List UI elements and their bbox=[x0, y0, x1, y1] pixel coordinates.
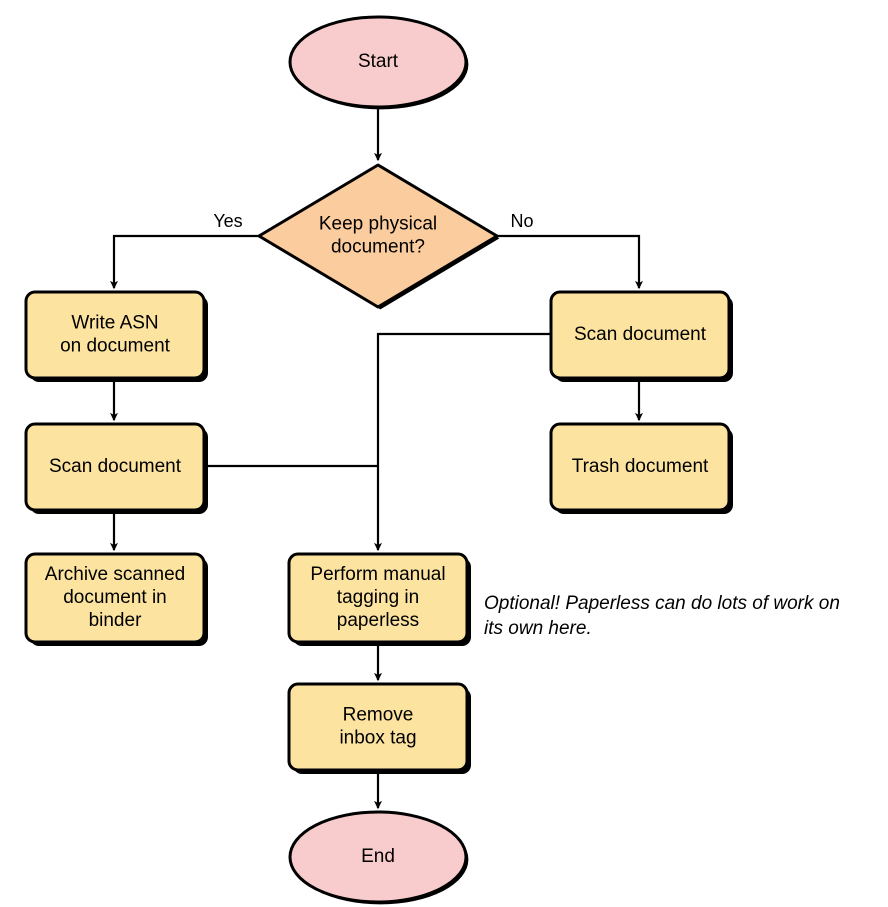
node-outline bbox=[24, 422, 206, 512]
node-label: Start bbox=[358, 51, 399, 72]
node-label: Scan document bbox=[574, 324, 707, 345]
node-outline bbox=[287, 682, 469, 772]
node-scan-document-right[interactable]: Scan document bbox=[549, 290, 733, 382]
node-outline bbox=[549, 290, 731, 380]
edge-scan-right-to-tagging bbox=[374, 332, 551, 552]
node-trash-document[interactable]: Trash document bbox=[549, 422, 733, 514]
node-outline bbox=[24, 552, 206, 644]
node-label: Trash document bbox=[572, 456, 709, 477]
node-start[interactable]: Start bbox=[288, 15, 469, 110]
edge-label-no: No bbox=[510, 211, 533, 231]
edge-labels-layer: Yes No bbox=[213, 211, 533, 231]
node-end[interactable]: End bbox=[288, 810, 469, 905]
node-scan-document-left[interactable]: Scan document bbox=[24, 422, 208, 514]
node-outline bbox=[288, 15, 468, 109]
node-outline bbox=[257, 163, 499, 309]
edge-decision-yes bbox=[110, 234, 259, 290]
edge-label-yes: Yes bbox=[213, 211, 242, 231]
node-outline bbox=[287, 552, 469, 644]
node-outline bbox=[549, 422, 731, 512]
annotations-layer: Optional! Paperless can do lots of work … bbox=[484, 593, 840, 639]
node-outline bbox=[288, 810, 468, 904]
node-outline bbox=[24, 290, 206, 380]
annotation-optional-note: Optional! Paperless can do lots of work … bbox=[484, 593, 840, 639]
node-label: End bbox=[361, 846, 395, 867]
edges-layer bbox=[110, 107, 643, 810]
node-label: Scan document bbox=[49, 456, 182, 477]
edge-decision-no bbox=[497, 234, 643, 290]
